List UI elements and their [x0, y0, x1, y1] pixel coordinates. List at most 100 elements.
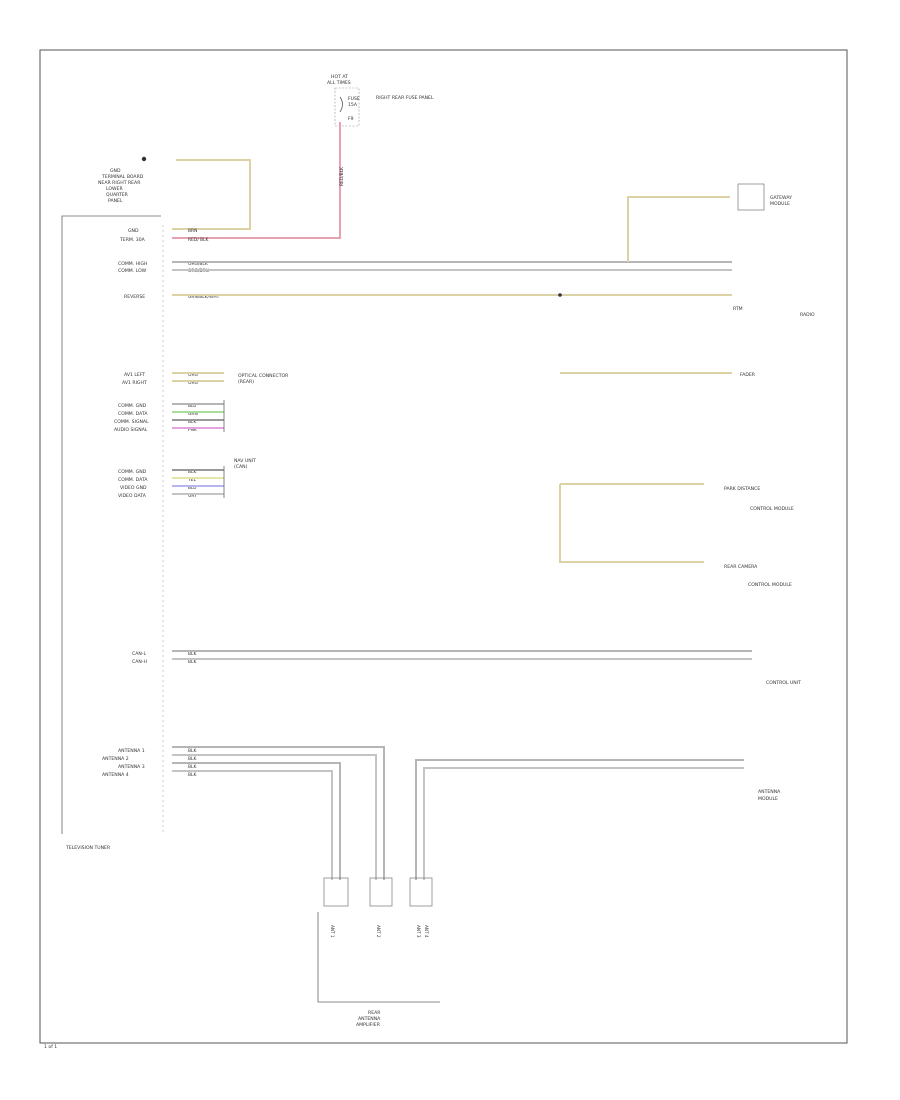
pin-label-can-h: CAN-H	[132, 659, 147, 665]
ground-line-6: PANEL	[108, 198, 123, 204]
wire-label-av1-right: ORG	[188, 380, 199, 386]
pdc-label-2: CONTROL MODULE	[750, 506, 794, 512]
pin-label-can-l: CAN-L	[132, 651, 146, 657]
control-unit-label: CONTROL UNIT	[766, 680, 801, 686]
pin-label-term30a: TERM. 30A	[119, 237, 146, 243]
wire-label-comm-gnd-1: BLU	[188, 403, 196, 409]
rear-camera-label-1: REAR CAMERA	[724, 564, 758, 570]
pin-label-av1-right: AV1 RIGHT	[122, 380, 147, 386]
antenna-3-wire	[172, 762, 341, 880]
amp-connector-3	[409, 877, 433, 907]
gateway-label-1: GATEWAY	[770, 195, 792, 201]
fuse-line-5: F9	[348, 116, 354, 122]
wire-label-comm-high: ORG/BLK	[188, 261, 208, 267]
amp-pin-3: ANT 3	[416, 925, 421, 938]
wire-label-reverse: GRN/BLK/WHT	[188, 294, 220, 300]
wire-label-comm-data-2: YEL	[187, 477, 196, 483]
antenna-module-label-2: MODULE	[758, 796, 778, 802]
antenna-4-wire	[172, 770, 333, 880]
ground-line-4: LOWER	[106, 186, 123, 192]
multi-connector-label: (CAN)	[234, 464, 248, 470]
wire-label-term30a: RED/ BLK	[188, 237, 209, 243]
fuse-block: HOT AT ALL TIMES FUSE 15A F9 RIGHT REAR …	[327, 74, 434, 127]
antenna-2-wire	[172, 754, 377, 880]
ground-line-5: QUARTER	[106, 192, 129, 198]
wire-label-can-h: BLK	[188, 659, 196, 665]
amp-pin-1: ANT 1	[330, 925, 335, 938]
amp-connector-2	[369, 877, 393, 907]
pdc-label-1: PARK DISTANCE	[724, 486, 760, 492]
feed-wire-label: RED/BLK	[339, 167, 345, 186]
pin-label-comm-high: COMM. HIGH	[118, 261, 148, 267]
fuse-location: RIGHT REAR FUSE PANEL	[376, 95, 434, 101]
wire-label-comm-data-1: GRN	[188, 411, 198, 417]
wire-label-gnd: BRN	[188, 228, 197, 234]
wire-label-antenna-3: BLK	[188, 764, 196, 770]
fuse-line-1: HOT AT	[331, 74, 348, 80]
ground-line-3: NEAR RIGHT REAR	[98, 180, 141, 186]
pin-label-audio-signal: AUDIO SIGNAL	[114, 427, 148, 433]
pin-label-video-data: VIDEO DATA	[118, 493, 147, 499]
wire-label-can-l: BLK	[188, 651, 196, 657]
wire-label-audio-signal: PNK	[188, 427, 197, 433]
wire-label-av1-left: ORG	[188, 372, 199, 378]
diagram-frame	[39, 49, 848, 1044]
amp-connector-1	[323, 877, 349, 907]
amp-pin-4: ANT 4	[424, 925, 429, 938]
wire-label-comm-gnd-2: BLK	[188, 469, 196, 475]
fuse-line-4: 15A	[348, 102, 358, 108]
ground-block: GND TERMINAL BOARD NEAR RIGHT REAR LOWER…	[98, 156, 147, 204]
pin-label-comm-low: COMM. LOW	[118, 268, 147, 274]
antenna-amp-connectors: ANT 1 ANT 2 ANT 3 ANT 4	[323, 877, 433, 938]
ground-line-1: GND	[110, 168, 121, 174]
wire-label-comm-signal: BLK	[188, 419, 196, 425]
fuse-line-2: ALL TIMES	[327, 80, 351, 86]
antenna-amp-label-3: AMPLIFIER	[356, 1022, 381, 1028]
feed-wire	[172, 122, 341, 239]
module-bracket	[61, 215, 161, 834]
fuse-symbol	[339, 96, 343, 113]
antenna-amp-label-1: REAR	[368, 1010, 381, 1016]
amp-pin-2: ANT 2	[376, 925, 381, 938]
pin-label-video-gnd: VIDEO GND	[120, 485, 147, 491]
optical-connector-label: OPTICAL CONNECTOR	[238, 373, 289, 379]
pin-label-antenna-3: ANTENNA 3	[118, 764, 145, 770]
pin-label-comm-gnd-2: COMM. GND	[118, 469, 147, 475]
pdc-wire-2	[559, 484, 704, 563]
pin-label-comm-gnd-1: COMM. GND	[118, 403, 147, 409]
rear-camera-label-2: CONTROL MODULE	[748, 582, 792, 588]
gateway-label-2: MODULE	[770, 201, 790, 207]
pin-labels: GND TERM. 30A COMM. HIGH COMM. LOW REVER…	[102, 228, 149, 778]
pin-label-antenna-4: ANTENNA 4	[102, 772, 129, 778]
pin-label-reverse: REVERSE	[124, 294, 145, 300]
wire-label-video-data: GRY	[188, 493, 197, 499]
wire-label-video-gnd: BLU	[188, 485, 196, 491]
wire-label-antenna-2: BLK	[188, 756, 196, 762]
pin-label-antenna-2: ANTENNA 2	[102, 756, 129, 762]
fuse-box	[334, 87, 360, 127]
fuse-line-3: FUSE	[348, 96, 360, 102]
antenna-module-label-1: ANTENNA	[758, 789, 781, 795]
pin-label-comm-data-1: COMM. DATA	[118, 411, 148, 417]
gateway-feed-wire	[627, 196, 730, 262]
gateway-connector	[737, 183, 765, 211]
reverse-splice-icon	[558, 293, 562, 297]
module-name: TELEVISION TUNER	[65, 845, 111, 851]
fader-label: FADER	[740, 372, 756, 378]
nav-unit-label: NAV UNIT	[234, 458, 256, 464]
ground-wire	[172, 159, 251, 230]
radio-label: RADIO	[800, 312, 815, 318]
pin-label-antenna-1: ANTENNA 1	[118, 748, 145, 754]
wire-label-antenna-1: BLK	[188, 748, 196, 754]
ground-line-2: TERMINAL BOARD	[101, 174, 144, 180]
pin-label-av1-left: AV1 LEFT	[124, 372, 145, 378]
pin-label-gnd: GND	[128, 228, 139, 234]
pin-label-comm-data-2: COMM. DATA	[118, 477, 148, 483]
antenna-amp-label-2: ANTENNA	[358, 1016, 381, 1022]
wire-labels: BRN RED/ BLK ORG/BLK ORG/BRN GRN/BLK/WHT…	[187, 228, 220, 778]
antenna-module-wire-1	[415, 759, 744, 880]
rtm-label: RTM	[733, 306, 743, 312]
page-number: 1 of 1	[44, 1044, 57, 1050]
wire-label-antenna-4: BLK	[188, 772, 196, 778]
